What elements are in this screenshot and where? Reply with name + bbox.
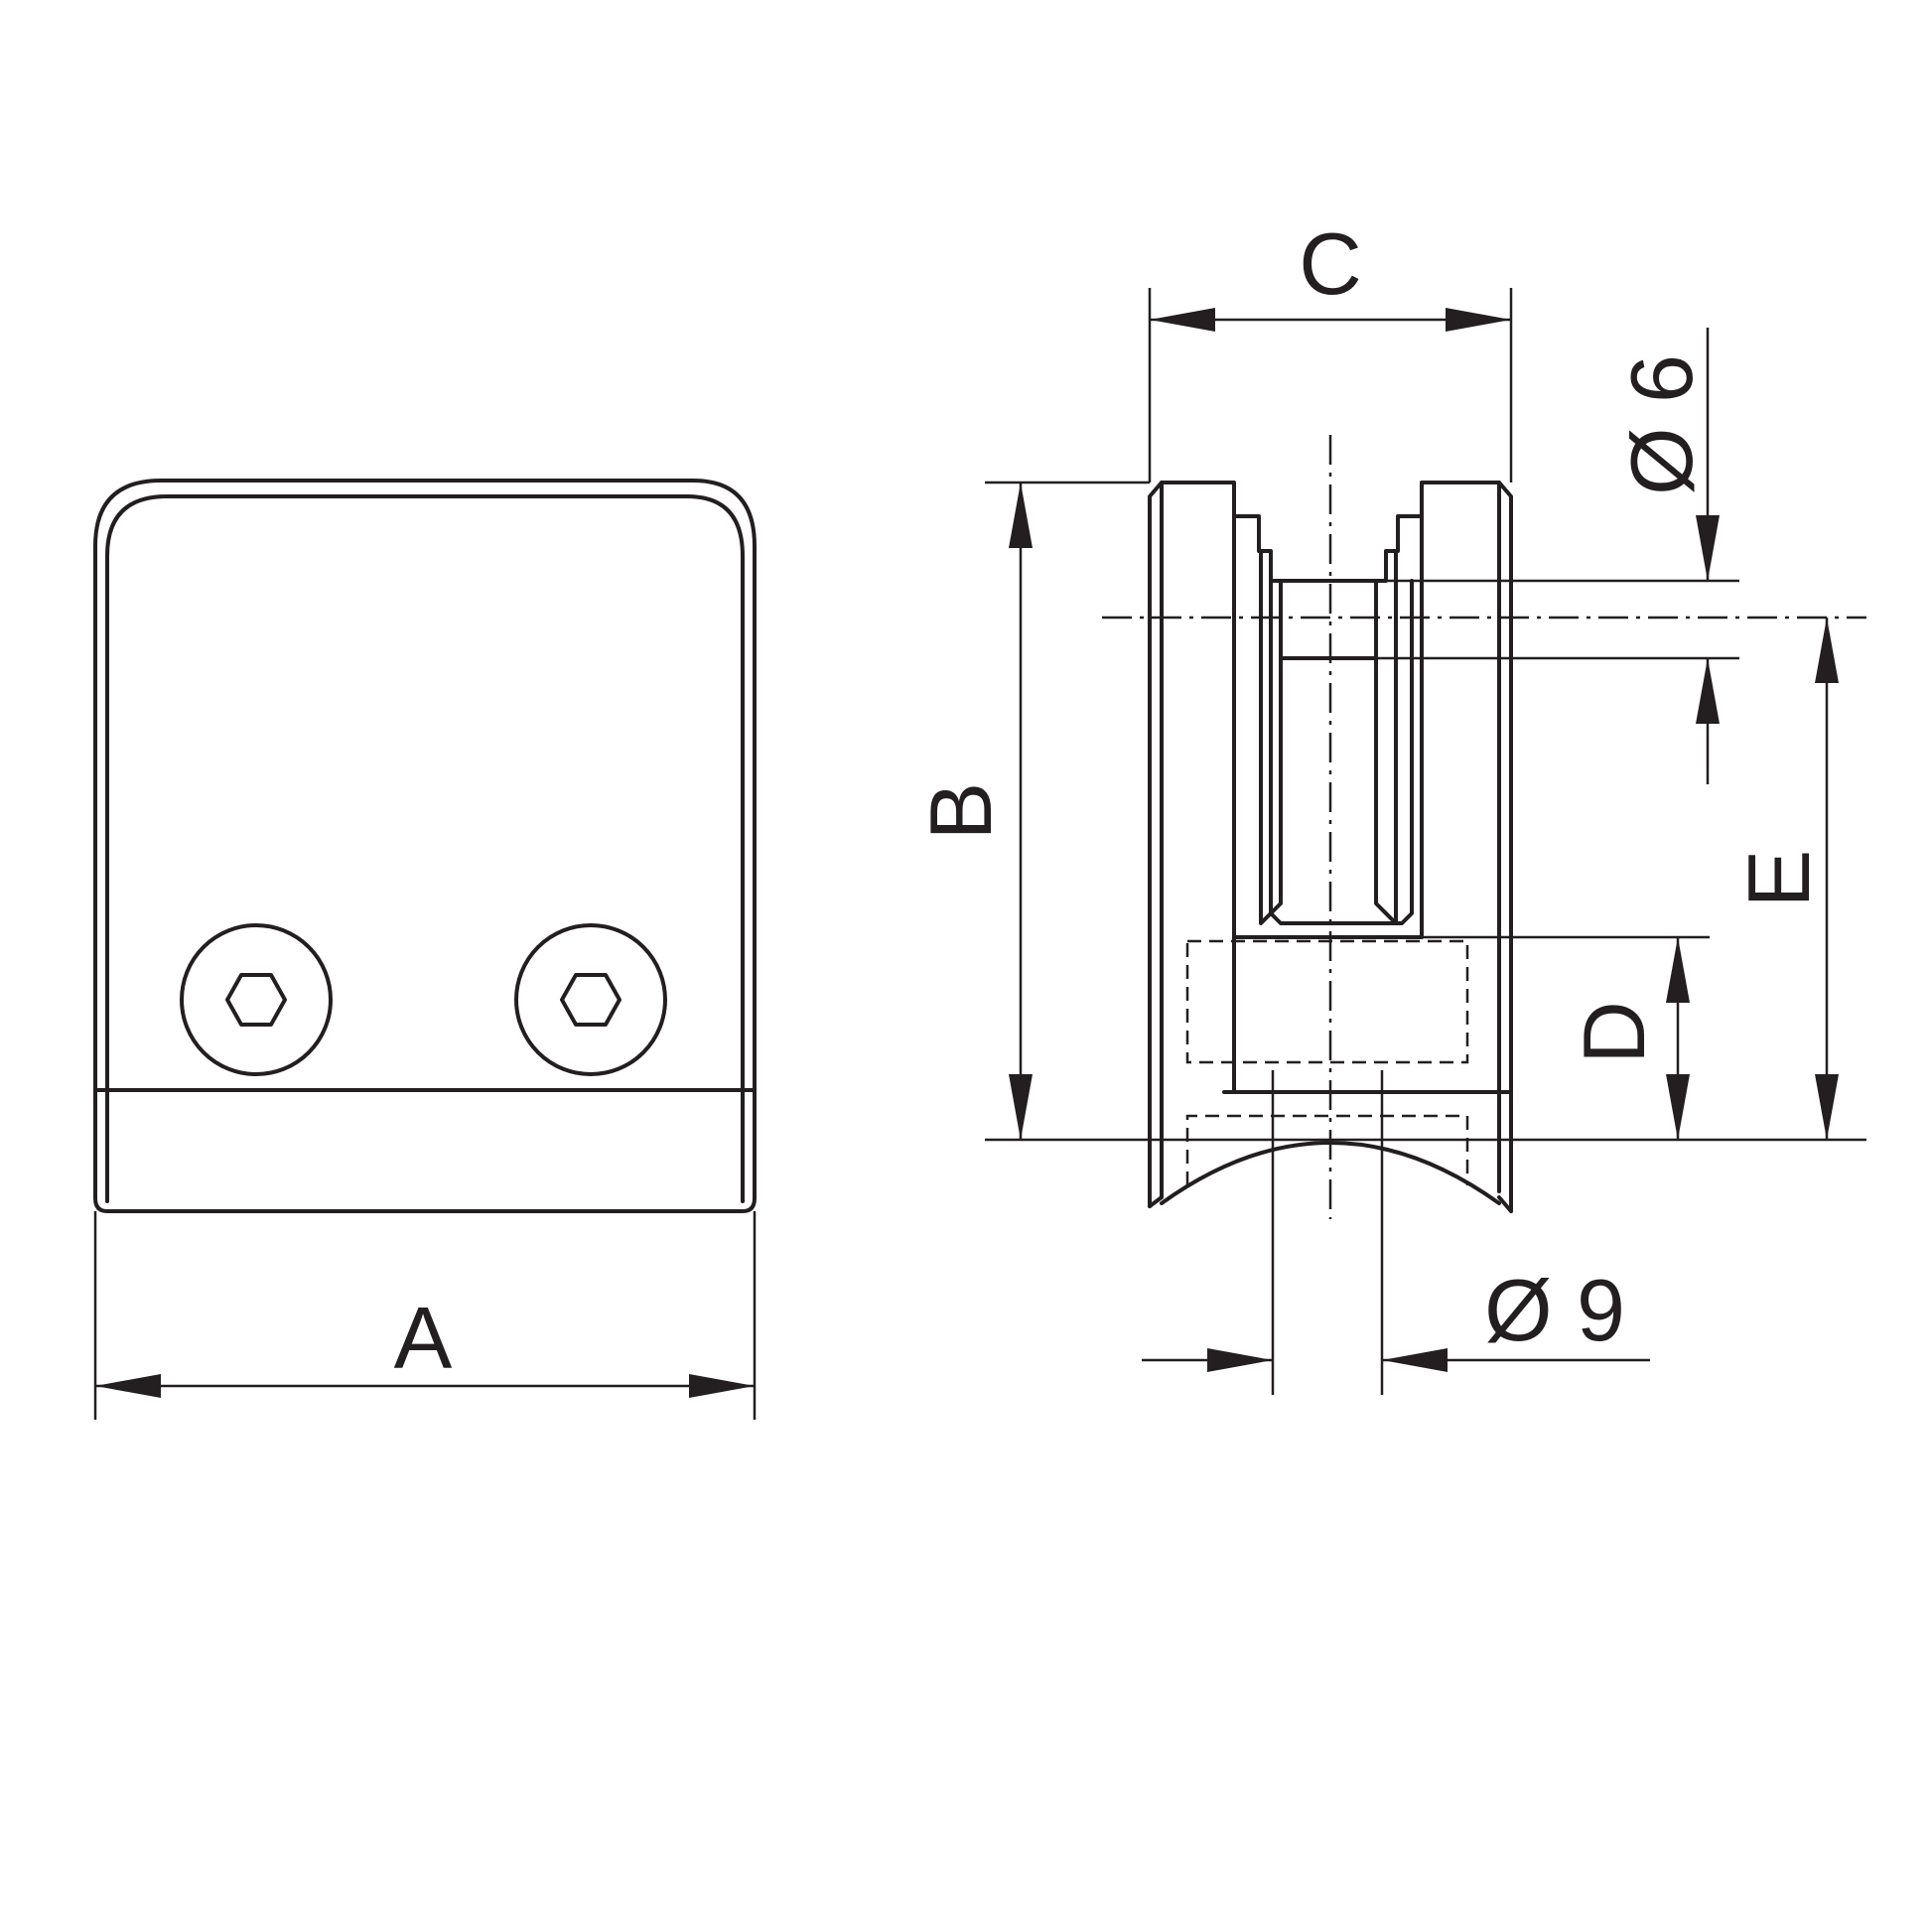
label-a: A [394,1289,453,1387]
arrowhead [1150,308,1215,332]
dimension-diameter-6: Ø 6 [1376,328,1739,784]
hex-socket-icon [560,973,621,1027]
dimension-diameter-9: Ø 9 [1142,1070,1650,1395]
arrowhead [1446,308,1511,332]
screw-right [514,923,667,1076]
arrowhead [1666,937,1690,1003]
arrowhead [95,1374,161,1398]
front-body-outline [93,479,757,1213]
slot-right-steps [1374,514,1424,925]
arrowhead [1815,1074,1839,1140]
label-diameter-9: Ø 9 [1484,1261,1625,1359]
dimension-b: B [911,481,1866,1142]
dimension-d: D [1422,935,1710,1140]
label-b: B [911,782,1010,841]
screw-left [180,923,333,1076]
pin [1279,579,1378,660]
arrowhead [1009,483,1033,548]
label-e: E [1729,850,1828,908]
arrowhead [1666,1074,1690,1140]
label-diameter-6: Ø 6 [1612,354,1711,495]
arrowhead [1815,618,1839,683]
arrowhead [1009,1074,1033,1140]
slot-left-steps [1232,514,1283,925]
lower-block [1232,935,1513,1094]
hidden-base [1185,1114,1469,1185]
dimension-e: E [1729,618,1839,1140]
arrowhead [1696,658,1720,724]
arrowhead [1382,1348,1448,1372]
label-d: D [1565,1001,1663,1064]
front-inner-edge [105,494,745,1092]
side-view [1102,435,1866,1219]
label-c: C [1299,214,1362,313]
arrowhead [689,1374,755,1398]
front-view [93,479,757,1213]
dimension-c: C [1148,214,1513,483]
arrowhead [1207,1348,1273,1372]
hex-socket-icon [225,973,287,1027]
dimension-a: A [93,1211,757,1420]
arrowhead [1696,515,1720,581]
hidden-screw-hole [1185,939,1469,1064]
